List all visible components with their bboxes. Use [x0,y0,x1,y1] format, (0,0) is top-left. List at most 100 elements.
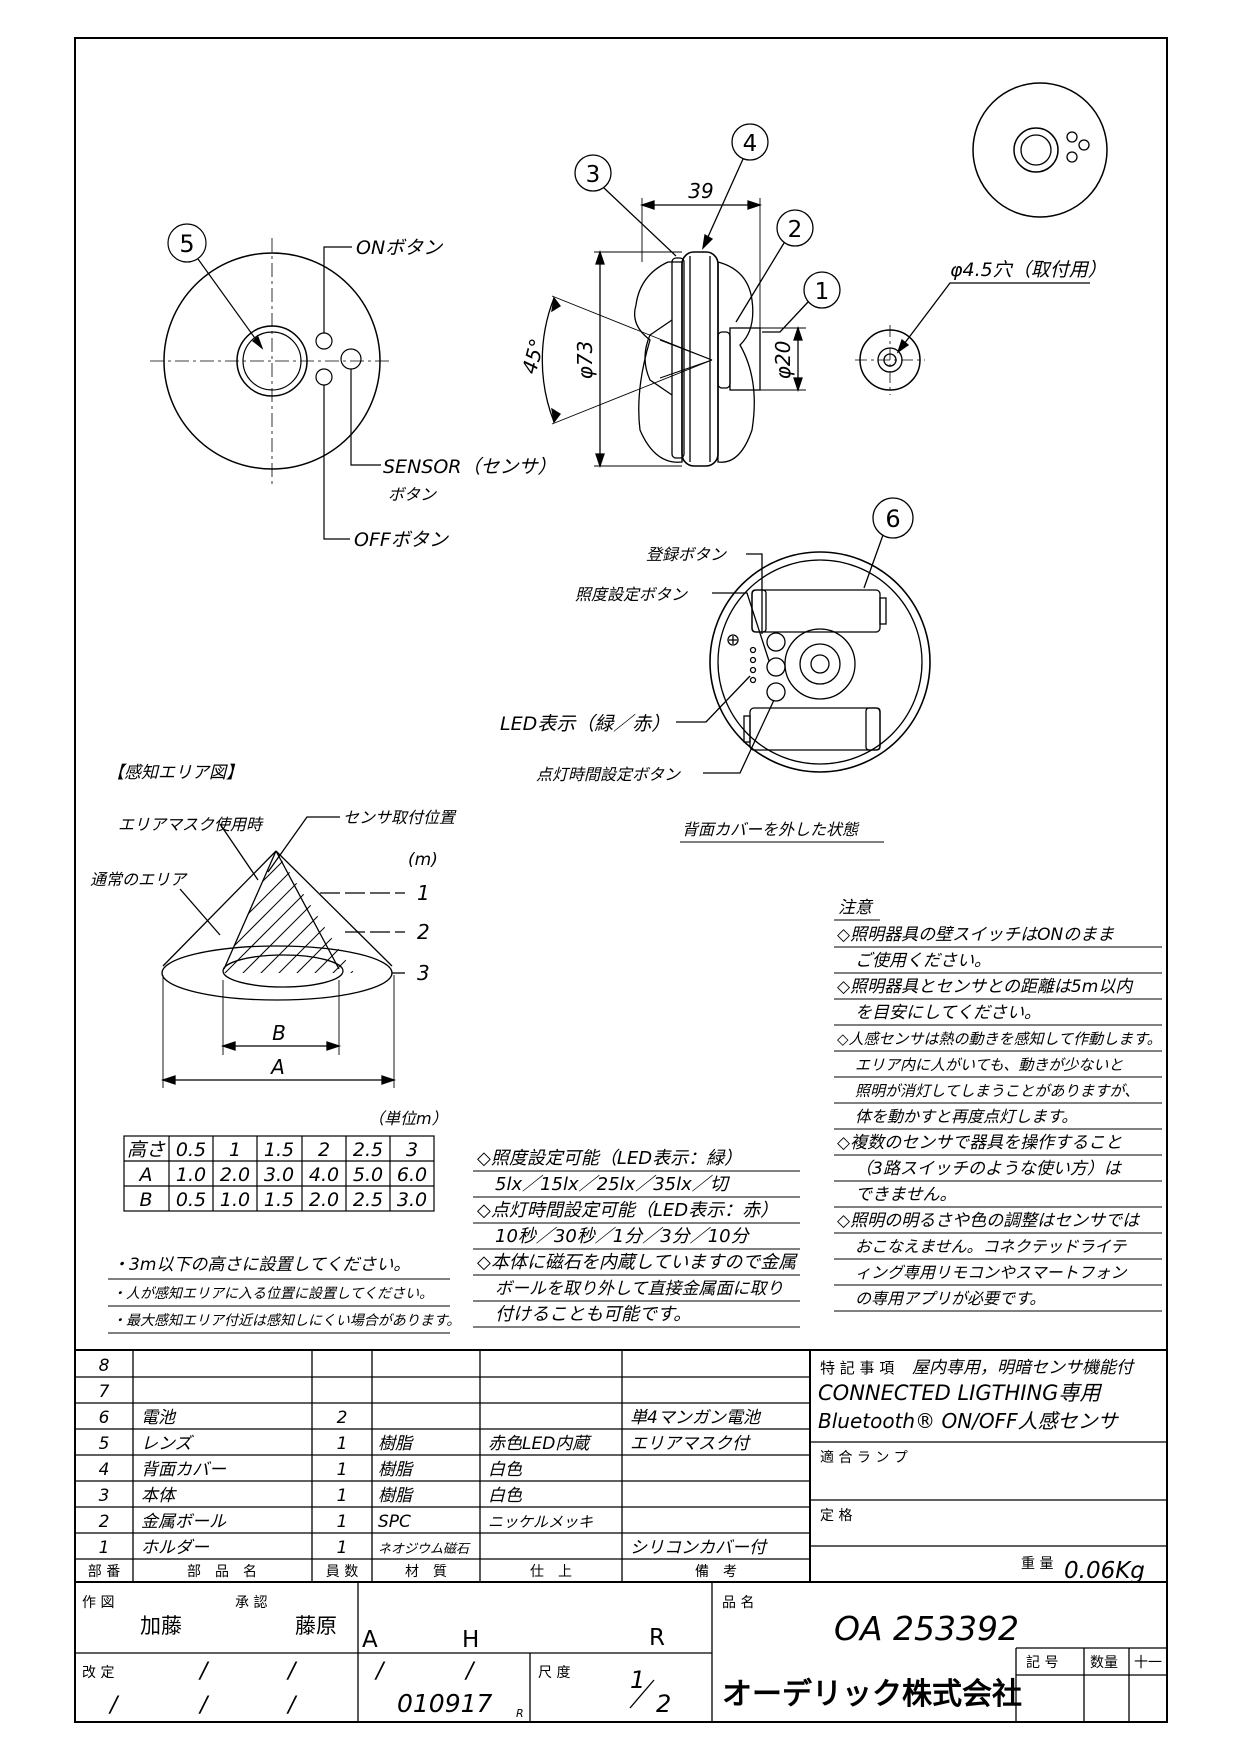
qty-label: 数量 [1090,1655,1118,1671]
part-name: 金属ボール [141,1512,227,1532]
table-cell: 2.0 [309,1189,339,1211]
area-title: 【感知エリア図】 [107,763,243,783]
illum-button-label: 照度設定ボタン [575,585,688,604]
table-cell: 1.5 [264,1189,294,1211]
level-2: 2 [417,920,430,944]
part-material: 樹脂 [378,1486,414,1506]
part-qty: 1 [337,1486,348,1506]
dim-width-39: 39 [688,179,713,203]
unit-m-label: (m) [408,850,438,870]
product-line-2: Bluetooth® ON/OFF人感センサ [818,1409,1120,1433]
scale-denominator: 2 [656,1690,671,1718]
dim-diameter-73: φ73 [573,341,597,380]
height-table [123,1135,435,1212]
caution-line: の専用アプリが必要です。 [855,1289,1045,1308]
revision-slashes: / / / / / / / [108,1659,476,1718]
part-name: 背面カバー [141,1460,227,1480]
caution-line: ご使用ください。 [855,951,991,971]
table-cell: A [138,1164,153,1186]
sensor-button-label: SENSOR（センサ） [383,456,557,478]
table-cell: 2.5 [353,1189,383,1211]
caution-line: ィング専用リモコンやスマートフォン [855,1263,1128,1282]
part-no: 4 [99,1460,110,1480]
parts-header: 備 考 [695,1564,737,1580]
product-line-1: CONNECTED LIGTHING専用 [818,1381,1102,1405]
part-name: 本体 [141,1486,177,1506]
callout-4: 4 [743,131,758,157]
table-cell: 1 [229,1139,241,1161]
register-button-label: 登録ボタン [646,545,727,564]
slash: / [286,1659,298,1684]
table-cell: 3 [406,1139,418,1161]
led-label: LED表示（緑／赤） [500,713,670,735]
drawn-label: 作 図 [82,1595,114,1611]
extra-label: 十一 [1134,1655,1162,1671]
approved-by: 藤原 [295,1614,337,1638]
part-name: 電池 [141,1408,177,1428]
special-label: 特 記 事 項 [820,1359,894,1377]
date-suffix: R [516,1707,524,1720]
part-material: 樹脂 [378,1434,414,1454]
table-cell: 高さ [127,1139,166,1161]
lamp-label: 適 合 ラ ン プ [820,1449,908,1466]
symbol-label: 記 号 [1026,1654,1058,1671]
weight-value: 0.06Kg [1064,1558,1145,1584]
rating-label: 定 格 [820,1508,852,1524]
table-cell: 2.0 [220,1164,250,1186]
caution-line: 体を動かすと再度点灯します。 [855,1107,1077,1126]
parts-rows: 8 7 6 電池 2 単4マンガン電池 5 レンズ 1 樹脂 赤色LED内蔵 エ… [99,1356,768,1558]
part-name: レンズ [141,1434,195,1454]
slash: / [108,1693,120,1718]
callout-2: 2 [788,217,803,243]
timer-button-label: 点灯時間設定ボタン [536,765,681,784]
drawn-by: 加藤 [140,1614,182,1638]
scale-numerator: 1 [630,1666,645,1694]
caution-line: おこなえません。コネクテッドライテ [855,1237,1127,1256]
company-name: オーデリック株式会社 [722,1677,1022,1712]
part-material: 樹脂 [378,1460,414,1480]
part-qty: 2 [337,1408,348,1428]
setting-note: ◇本体に磁石を内蔵していますので金属 [477,1252,798,1273]
grade-a: A [362,1627,378,1653]
dim-b-label: B [272,1021,286,1045]
back-view [676,497,931,774]
table-cell: 5.0 [353,1164,383,1186]
table-cell: 6.0 [397,1164,427,1186]
part-material: ネオジウム磁石 [378,1542,471,1557]
part-finish: 白色 [488,1486,523,1506]
table-cell: 2.5 [353,1139,383,1161]
off-button-label: OFFボタン [354,529,449,551]
dim-holder-20: φ20 [771,341,795,380]
slash: / [464,1659,476,1684]
install-note: ・3m以下の高さに設置してください。 [112,1255,410,1275]
table-cell: 4.0 [309,1164,339,1186]
area-diagram [160,816,405,1088]
table-cells: 高さ 0.5 1 1.5 2 2.5 3 A 1.0 2.0 3.0 4.0 5… [127,1139,427,1211]
part-qty: 1 [337,1434,348,1454]
sensor-position-label: センサ取付位置 [343,808,457,827]
side-view [541,123,841,469]
part-no: 3 [99,1486,110,1506]
parts-header: 部 番 [88,1564,120,1580]
special-value: 屋内専用，明暗センサ機能付 [912,1358,1135,1378]
table-cell: B [139,1189,152,1211]
caution-line: を目安にしてください。 [855,1003,1041,1023]
top-view [972,82,1108,218]
parts-header: 材 質 [405,1564,447,1580]
install-note: ・最大感知エリア付近は感知しにくい場合があります。 [112,1313,460,1329]
sensor-button-label-2: ボタン [388,485,437,504]
hole-view [855,282,1090,395]
install-note: ・人が感知エリアに入る位置に設置してください。 [112,1286,433,1302]
setting-note: ◇点灯時間設定可能（LED表示：赤） [477,1200,778,1221]
part-number: OA 253392 [834,1609,1019,1648]
caution-line: エリア内に人がいても、動きが少ないと [855,1056,1123,1074]
parts-header: 員 数 [326,1564,358,1580]
caution-line: ◇照明器具の壁スイッチはONのまま [837,925,1115,945]
back-callout-6: 6 [885,505,900,533]
title-grid [75,1582,1167,1722]
table-cell: 2 [318,1139,330,1161]
parts-headers: 部 番 部 品 名 員 数 材 質 仕 上 備 考 [88,1564,737,1580]
part-finish: 赤色LED内蔵 [488,1434,592,1454]
table-cell: 3.0 [397,1189,427,1211]
part-no: 5 [99,1434,110,1454]
